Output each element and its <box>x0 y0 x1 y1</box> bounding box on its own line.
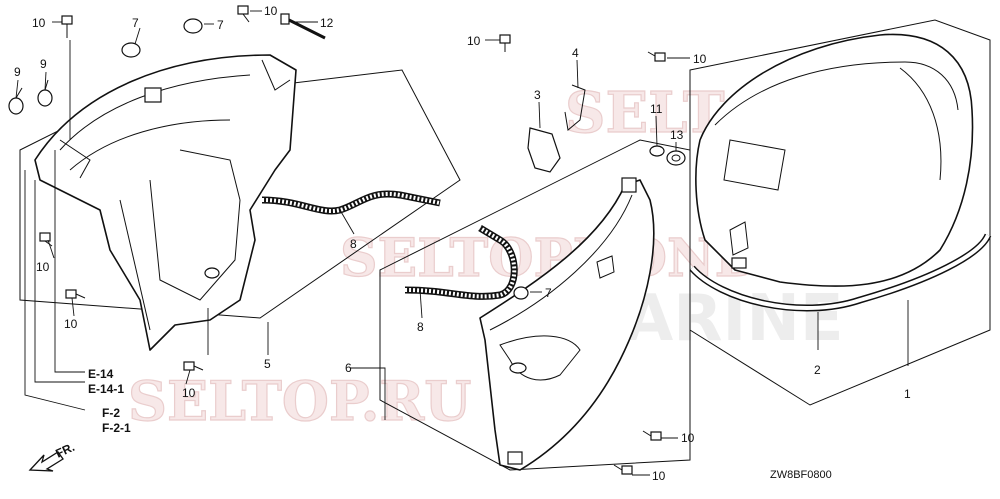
callout-10: 10 <box>467 34 481 48</box>
tube-part8 <box>261 190 441 215</box>
callout-3: 3 <box>534 88 541 102</box>
bolt-10 <box>237 5 250 23</box>
callout-6: 6 <box>345 361 352 375</box>
callout-10: 10 <box>681 431 695 445</box>
callout-7: 7 <box>545 286 552 300</box>
ref-e14-1: E-14-1 <box>88 382 124 396</box>
callout-10: 10 <box>264 4 278 18</box>
grommet-7 <box>121 42 141 58</box>
front-label: FR. <box>53 440 76 461</box>
side-cover-part6 <box>479 177 655 471</box>
callout-9: 9 <box>14 65 21 79</box>
rivet-9 <box>8 87 24 115</box>
under-cover-part5 <box>34 54 297 351</box>
callout-7: 7 <box>217 18 224 32</box>
callout-13: 13 <box>670 128 684 142</box>
ref-e14: E-14 <box>88 367 114 381</box>
grommet-7 <box>183 18 203 34</box>
grommet-7 <box>513 286 529 300</box>
bracket-part3 <box>527 127 561 173</box>
callout-9: 9 <box>40 57 47 71</box>
watermark: SELTOP.RU <box>128 369 471 433</box>
callout-7: 7 <box>132 16 139 30</box>
ref-f2: F-2 <box>102 406 120 420</box>
clip-part4 <box>564 84 586 131</box>
panel-frame-middle <box>379 139 691 471</box>
callout-8: 8 <box>417 320 424 334</box>
bolt-10 <box>613 464 633 475</box>
panel-frame-right <box>689 19 991 406</box>
callout-11: 11 <box>650 102 663 116</box>
callout-10: 10 <box>182 386 196 400</box>
callout-10: 10 <box>693 52 707 66</box>
pin-12 <box>280 13 326 40</box>
leader-lines <box>15 10 909 476</box>
callout-2: 2 <box>814 363 821 377</box>
bolt-10 <box>183 361 204 371</box>
bolt-10 <box>65 289 86 299</box>
callout-12: 12 <box>320 16 334 30</box>
bolt-10 <box>39 232 53 247</box>
callout-10: 10 <box>64 317 78 331</box>
bolt-10 <box>642 430 662 441</box>
bolt-10 <box>61 15 73 38</box>
callout-8: 8 <box>350 237 357 251</box>
ref-f2-1: F-2-1 <box>102 421 131 435</box>
bolt-10 <box>647 51 666 62</box>
front-arrow-icon: FR. <box>28 440 77 472</box>
callout-4: 4 <box>572 46 579 60</box>
diagram-code: ZW8BF0800 <box>770 469 832 481</box>
callout-10: 10 <box>36 260 50 274</box>
callout-10: 10 <box>652 469 666 483</box>
bolt-10 <box>499 34 511 52</box>
washer-part11 <box>649 145 665 157</box>
callout-10: 10 <box>32 16 46 30</box>
callout-1: 1 <box>904 387 911 401</box>
callout-5: 5 <box>264 357 271 371</box>
engine-cover-part1 <box>695 33 974 287</box>
